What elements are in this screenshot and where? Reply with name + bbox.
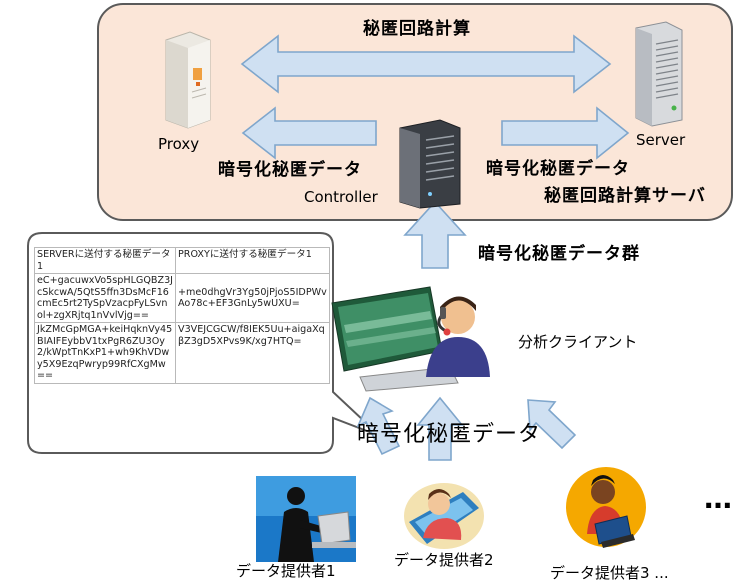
- up-arrow-provider1: [356, 396, 401, 456]
- up-arrow-controller: [403, 200, 467, 269]
- table-row: eC+gacuwxVo5spHLGQBZ3JcSkcwA/5QtS5ffn3Ds…: [34, 273, 330, 323]
- proxy-label: Proxy: [158, 135, 200, 153]
- table-cell: V3VEJCGCW/f8IEK5Uu+aigaXqβZ3gD5XPvs9K/xg…: [175, 322, 330, 384]
- table-row: JkZMcGpMGA+keiHqknVy45BIAIFEybbV1txPgR6Z…: [34, 322, 330, 384]
- provider1-icon: [256, 476, 356, 562]
- controller-server-icon: [399, 119, 461, 209]
- provider2-icon: [404, 483, 484, 549]
- provider1-label: データ提供者1: [236, 562, 336, 580]
- provider3-icon: [566, 467, 646, 548]
- table-header-row: SERVERに送付する秘匿データ1 PROXYに送付する秘匿データ1: [34, 247, 330, 274]
- analyst-client-icon: [331, 286, 490, 392]
- table-cell: eC+gacuwxVo5spHLGQBZ3JcSkcwA/5QtS5ffn3Ds…: [34, 273, 176, 323]
- provider2-label: データ提供者2: [394, 551, 494, 569]
- mpc-double-arrow: [240, 34, 612, 94]
- enc-data-group-label: 暗号化秘匿データ群: [478, 244, 640, 264]
- provider3-label: データ提供者3 ...: [550, 564, 669, 582]
- server-tower-icon: [635, 21, 683, 127]
- enc-data-bottom-label: 暗号化秘匿データ: [357, 422, 542, 447]
- server-label: Server: [636, 131, 686, 149]
- mpc-label: 秘匿回路計算: [363, 19, 471, 39]
- more-providers-ellipsis: …: [704, 482, 732, 515]
- table-cell: +me0dhgVr3Yg50jPjoS5IDPWvAo78c+EF3GnLy5w…: [175, 273, 330, 323]
- proxy-server-icon: [165, 31, 211, 129]
- table-header-server: SERVERに送付する秘匿データ1: [34, 247, 176, 274]
- controller-label: Controller: [304, 188, 378, 206]
- table-cell: JkZMcGpMGA+keiHqknVy45BIAIFEybbV1txPgR6Z…: [34, 322, 176, 384]
- left-arrow: [241, 106, 377, 160]
- server-caption: 秘匿回路計算サーバ: [544, 186, 706, 206]
- secret-data-table: SERVERに送付する秘匿データ1 PROXYに送付する秘匿データ1 eC+ga…: [34, 247, 330, 384]
- enc-data-left-label: 暗号化秘匿データ: [218, 160, 362, 180]
- up-arrow-provider2: [416, 396, 464, 461]
- analyst-client-label: 分析クライアント: [518, 333, 638, 351]
- table-header-proxy: PROXYに送付する秘匿データ1: [175, 247, 330, 274]
- right-arrow: [501, 106, 630, 160]
- up-arrow-provider3: [527, 399, 577, 450]
- enc-data-right-label: 暗号化秘匿データ: [486, 159, 630, 179]
